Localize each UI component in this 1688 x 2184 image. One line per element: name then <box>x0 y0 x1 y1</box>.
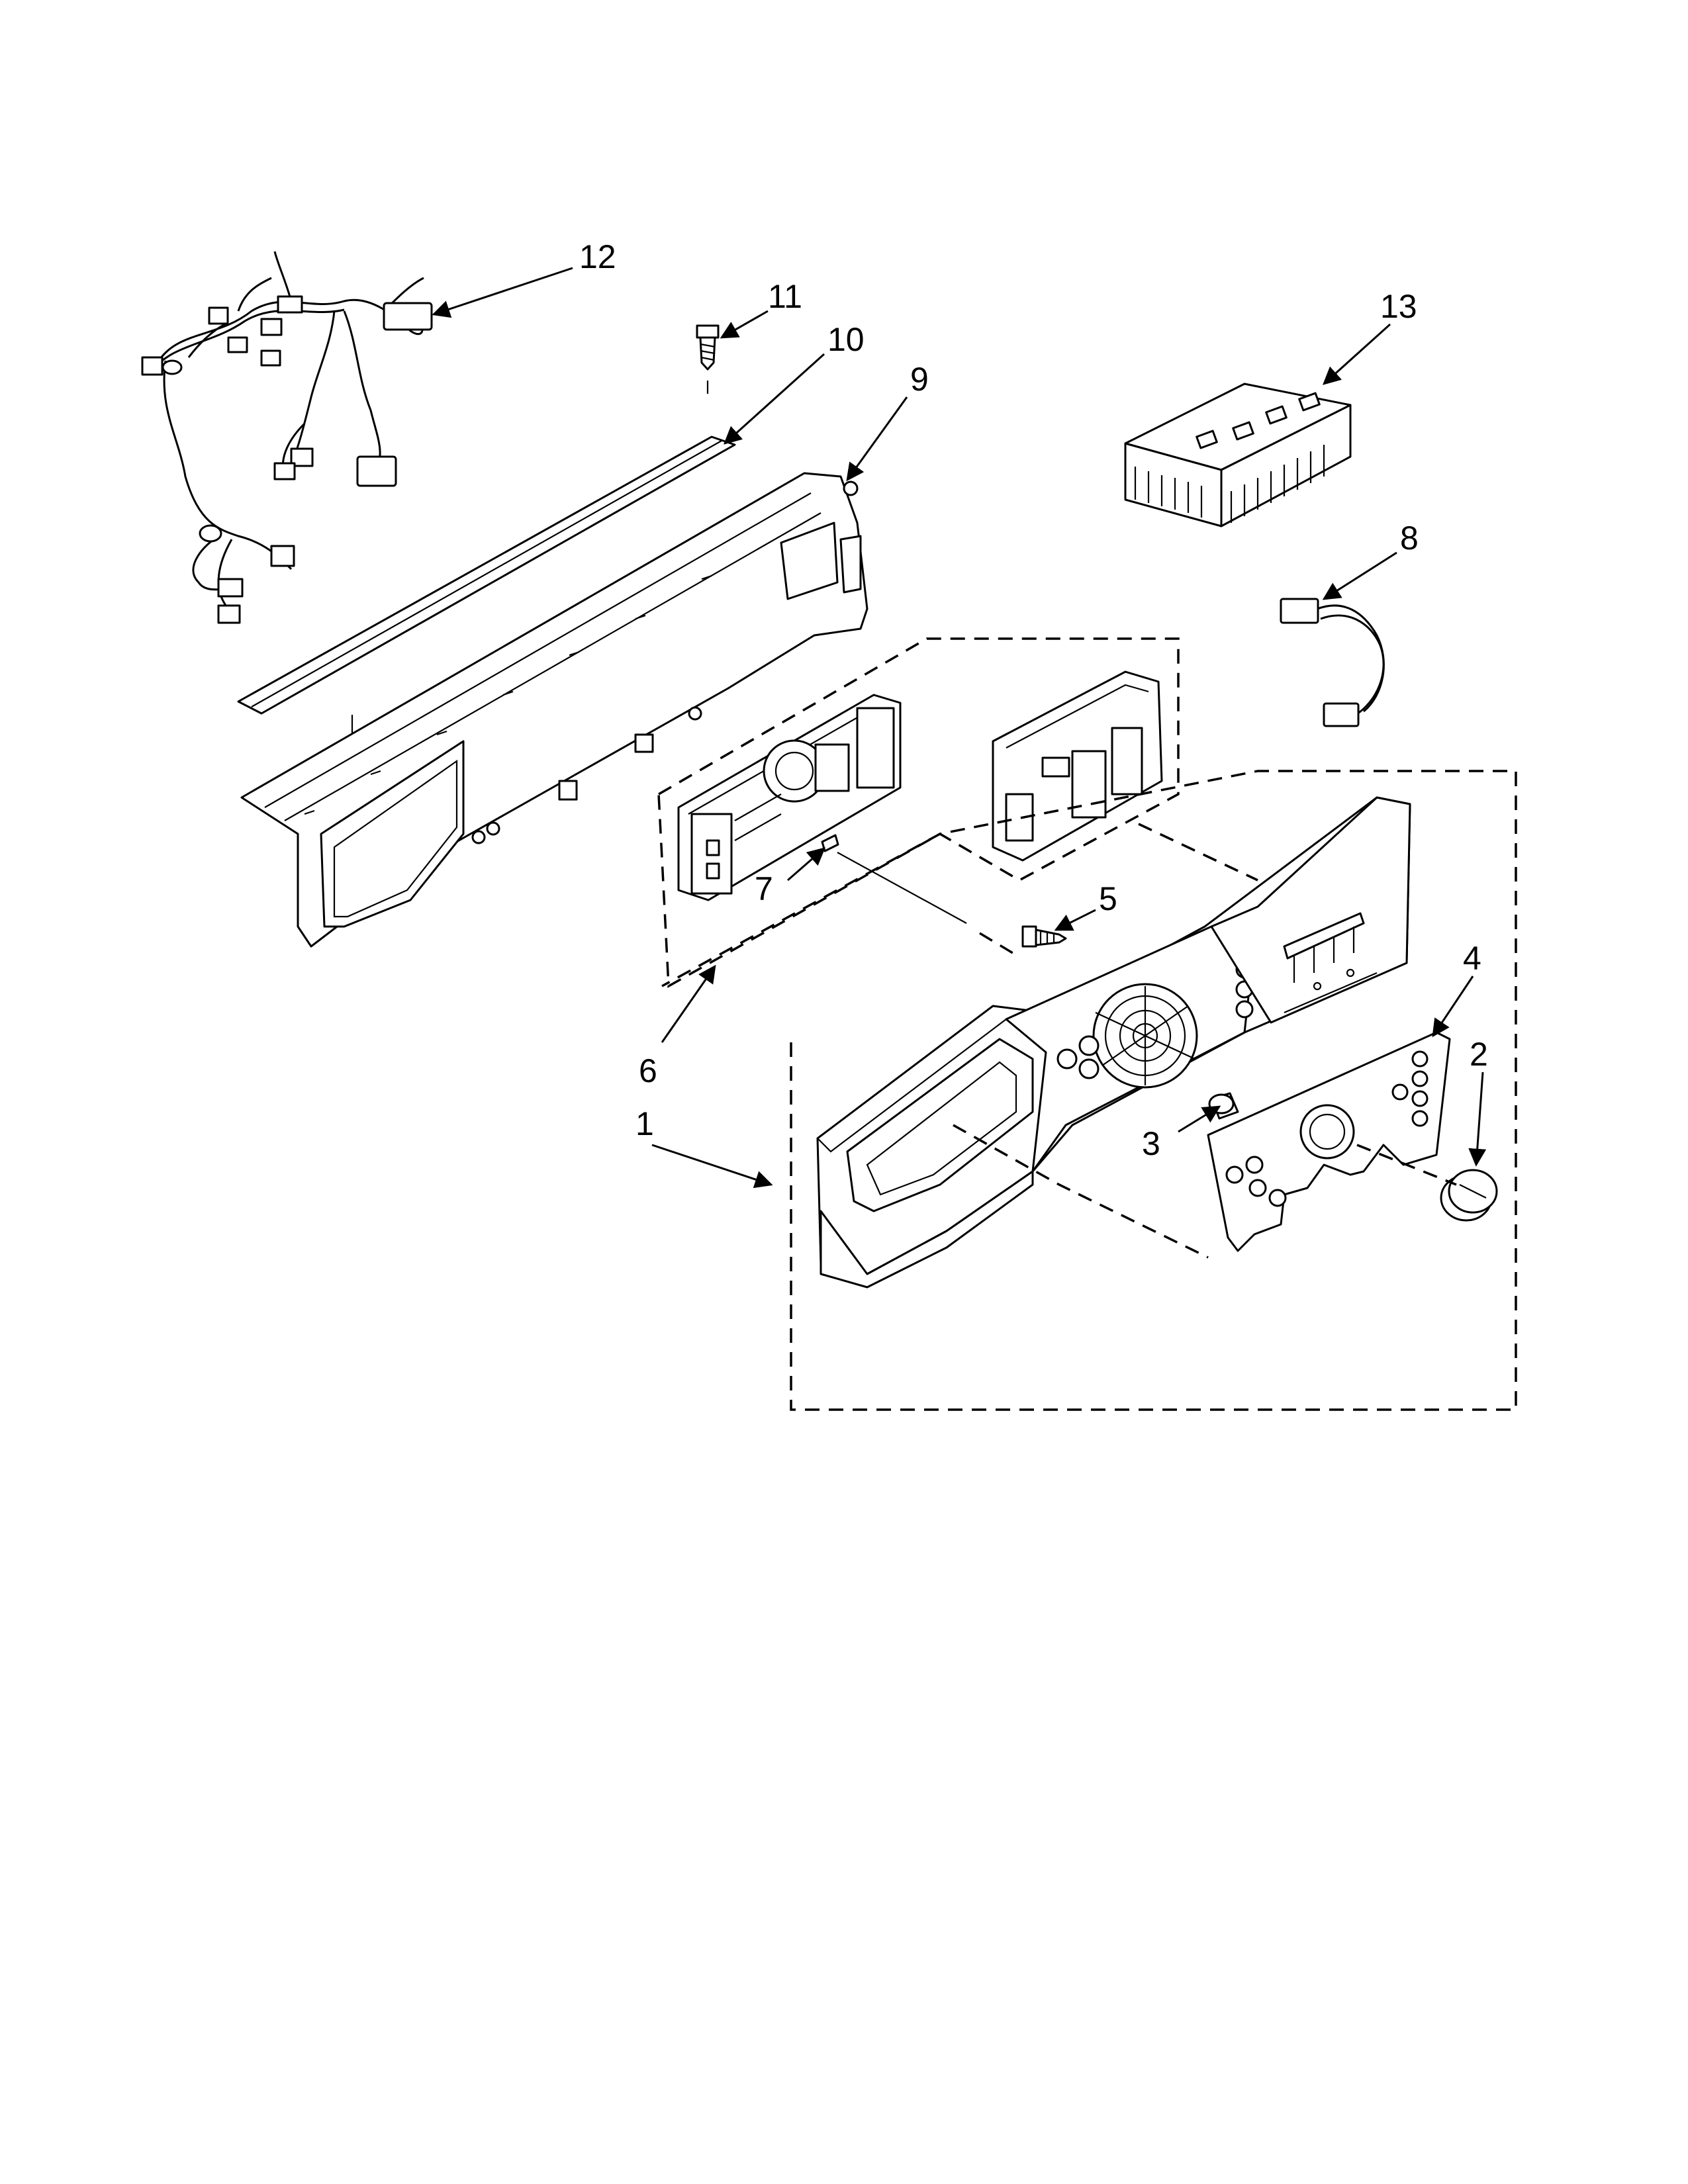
callout-9: 9 <box>910 361 929 398</box>
callout-8: 8 <box>1400 520 1419 557</box>
callout-2: 2 <box>1470 1036 1488 1073</box>
callout-12: 12 <box>579 238 616 275</box>
console-assembly <box>816 796 1411 1289</box>
console-overlay-panel <box>1207 1031 1451 1252</box>
leader-2-arrow <box>1468 1071 1487 1167</box>
alignment-lines <box>953 823 1457 1259</box>
leader-9-arrow <box>846 396 908 482</box>
wire-harness <box>141 251 433 624</box>
leader-4-arrow <box>1432 976 1474 1038</box>
leader-1-arrow <box>651 1144 773 1189</box>
leader-7-arrow <box>787 847 826 882</box>
group-outline-1 <box>661 770 1517 1411</box>
mounting-strip <box>237 435 736 748</box>
callout-7: 7 <box>755 870 773 907</box>
group-outline-6 <box>657 637 1180 988</box>
callout-leaders <box>432 267 1487 1189</box>
callout-5: 5 <box>1099 880 1117 917</box>
callout-13: 13 <box>1380 288 1417 325</box>
callout-10: 10 <box>827 321 865 358</box>
user-interface-board <box>677 694 902 901</box>
display-board <box>992 670 1163 862</box>
callout-6: 6 <box>639 1052 657 1089</box>
leader-5-arrow <box>1054 909 1096 931</box>
knob <box>1440 1169 1498 1222</box>
callout-11: 11 <box>768 278 802 315</box>
leader-11-arrow <box>720 310 769 339</box>
control-box <box>1124 383 1352 527</box>
leader-6-arrow <box>661 964 716 1043</box>
wire-connector-8 <box>1280 598 1385 727</box>
callout-3: 3 <box>1142 1125 1160 1162</box>
callout-labels: 1 2 3 4 5 6 7 8 9 10 11 12 13 <box>579 238 1488 1162</box>
leader-12-arrow <box>432 267 573 318</box>
callout-4: 4 <box>1463 940 1481 977</box>
callout-1: 1 <box>635 1105 654 1142</box>
console-back-panel <box>240 472 868 948</box>
leader-13-arrow <box>1322 323 1391 385</box>
leader-3-arrow <box>1178 1105 1221 1133</box>
knob-adapter <box>1208 1092 1239 1120</box>
screw-part-7 <box>821 834 967 924</box>
leader-10-arrow <box>723 353 825 445</box>
leader-8-arrow <box>1322 551 1397 600</box>
screw-part-5 <box>1021 925 1067 948</box>
screw-part-11 <box>696 324 720 394</box>
